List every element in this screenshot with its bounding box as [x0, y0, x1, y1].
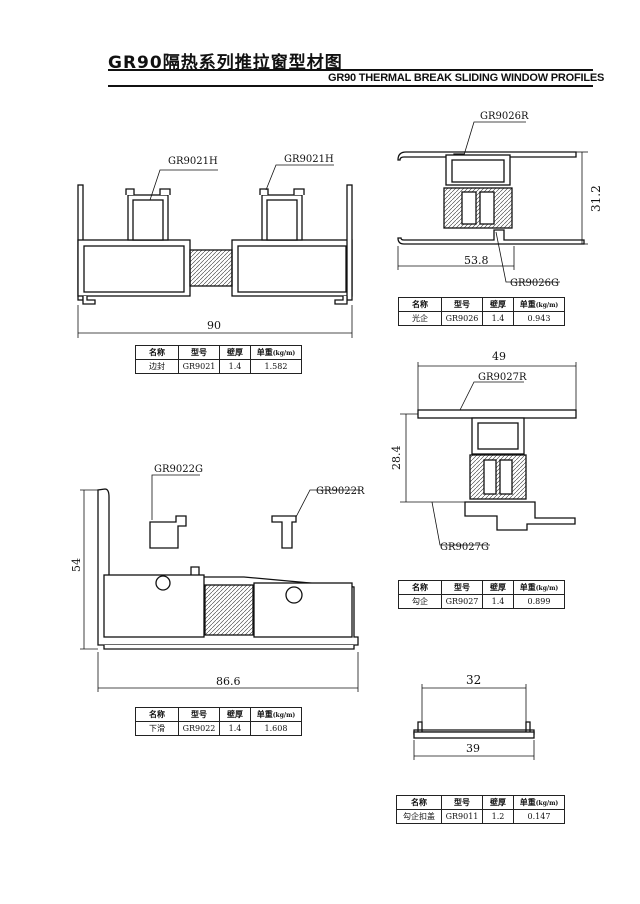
cell-model: GR9026 [441, 311, 483, 326]
callout-gr9027r: GR9027R [478, 372, 527, 383]
profile-gr9011 [413, 721, 535, 739]
th-model: 型号 [178, 707, 220, 722]
cell-name: 光企 [398, 311, 442, 326]
callout-gr9027g: GR9027G [440, 542, 489, 553]
dim-gr9011-top: 32 [466, 673, 481, 687]
dim-gr9027-height: 28.4 [390, 446, 403, 471]
dim-gr9011-bottom: 39 [466, 742, 480, 755]
th-name: 名称 [135, 707, 179, 722]
page-subtitle: GR90 THERMAL BREAK SLIDING WINDOW PROFIL… [328, 72, 605, 84]
dim-gr9022-height: 54 [70, 558, 83, 572]
callout-gr9021h-right: GR9021H [284, 154, 334, 165]
profile-gr9026 [397, 151, 585, 245]
th-model: 型号 [441, 580, 483, 595]
th-model: 型号 [441, 297, 483, 312]
cell-weight: 1.608 [250, 721, 302, 736]
th-wall: 壁厚 [482, 580, 514, 595]
dim-gr9026-width: 53.8 [464, 254, 489, 267]
spec-table-gr9022: 名称 型号 壁厚 单重(kg/m) 下滑 GR9022 1.4 1.608 [135, 707, 302, 736]
th-wall: 壁厚 [482, 297, 514, 312]
dim-gr9022-width: 86.6 [216, 675, 241, 688]
callout-gr9022r: GR9022R [316, 486, 365, 497]
th-weight: 单重(kg/m) [250, 707, 302, 722]
th-name: 名称 [396, 795, 442, 810]
title-rule [108, 69, 593, 71]
cell-name: 边封 [135, 359, 179, 374]
callout-gr9022g: GR9022G [154, 464, 203, 475]
callout-gr9026g: GR9026G [510, 278, 559, 289]
cell-model: GR9021 [178, 359, 220, 374]
cell-name: 勾企 [398, 594, 442, 609]
cell-name: 勾企扣盖 [396, 809, 442, 824]
cell-name: 下滑 [135, 721, 179, 736]
cell-weight: 0.943 [513, 311, 565, 326]
th-model: 型号 [178, 345, 220, 360]
dim-gr9027-width: 49 [492, 350, 506, 363]
cell-wall: 1.4 [219, 721, 251, 736]
cell-model: GR9011 [441, 809, 483, 824]
cell-weight: 0.147 [513, 809, 565, 824]
th-name: 名称 [135, 345, 179, 360]
th-wall: 壁厚 [482, 795, 514, 810]
th-name: 名称 [398, 297, 442, 312]
callout-gr9021h-left: GR9021H [168, 156, 218, 167]
th-wall: 壁厚 [219, 707, 251, 722]
profile-gr9022 [97, 488, 359, 650]
profile-gr9021 [77, 184, 353, 305]
cell-model: GR9027 [441, 594, 483, 609]
th-weight: 单重(kg/m) [513, 580, 565, 595]
cell-weight: 0.899 [513, 594, 565, 609]
th-weight: 单重(kg/m) [513, 795, 565, 810]
subtitle-rule [108, 85, 593, 87]
spec-table-gr9021: 名称 型号 壁厚 单重(kg/m) 边封 GR9021 1.4 1.582 [135, 345, 302, 374]
profile-gr9027 [417, 409, 577, 531]
spec-table-gr9011: 名称 型号 壁厚 单重(kg/m) 勾企扣盖 GR9011 1.2 0.147 [396, 795, 565, 824]
cell-wall: 1.4 [482, 594, 514, 609]
th-weight: 单重(kg/m) [513, 297, 565, 312]
th-weight: 单重(kg/m) [250, 345, 302, 360]
dim-gr9021-width: 90 [207, 319, 221, 332]
cell-weight: 1.582 [250, 359, 302, 374]
th-wall: 壁厚 [219, 345, 251, 360]
th-model: 型号 [441, 795, 483, 810]
cell-wall: 1.4 [482, 311, 514, 326]
page-title: GR90隔热系列推拉窗型材图 [108, 53, 343, 73]
dim-gr9026-height: 31.2 [589, 185, 603, 212]
th-name: 名称 [398, 580, 442, 595]
spec-table-gr9026: 名称 型号 壁厚 单重(kg/m) 光企 GR9026 1.4 0.943 [398, 297, 565, 326]
spec-table-gr9027: 名称 型号 壁厚 单重(kg/m) 勾企 GR9027 1.4 0.899 [398, 580, 565, 609]
cell-wall: 1.2 [482, 809, 514, 824]
cell-model: GR9022 [178, 721, 220, 736]
callout-gr9026r: GR9026R [480, 111, 529, 122]
cell-wall: 1.4 [219, 359, 251, 374]
